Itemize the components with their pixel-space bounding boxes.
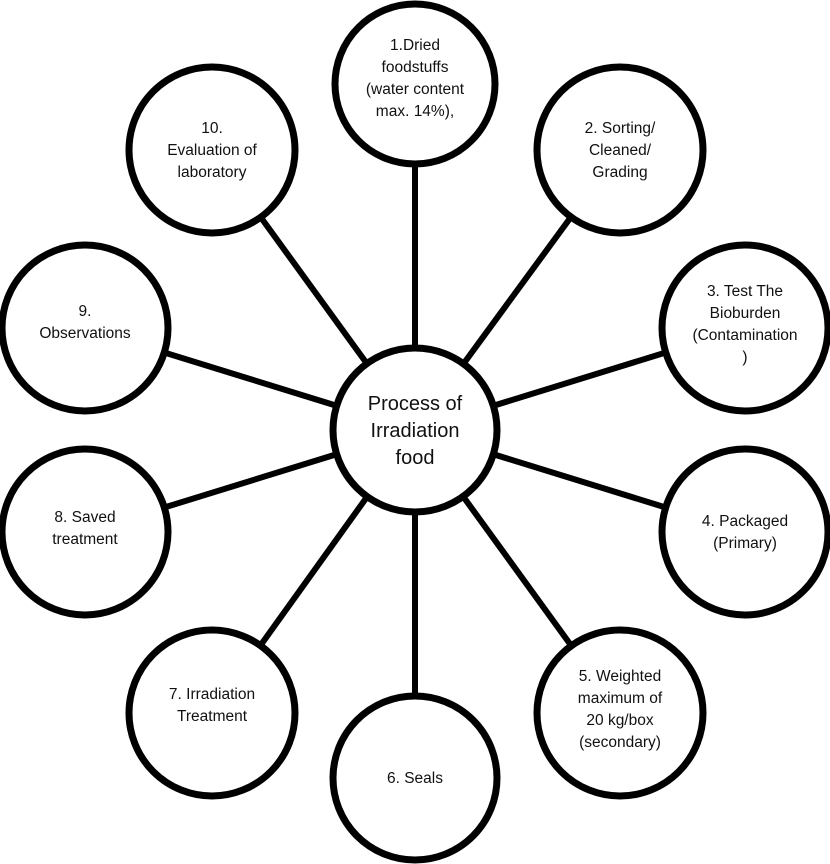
step-label-line: max. 14%), (376, 103, 454, 120)
step-label-line: (Primary) (713, 535, 777, 552)
hub-label-line: food (396, 447, 435, 469)
step-circle-9 (0, 241, 172, 415)
step-label-line: 4. Packaged (702, 513, 788, 530)
step-label-line: Grading (592, 164, 647, 181)
step-label-line: Observations (39, 325, 131, 342)
step-label-line: (Contamination (692, 327, 797, 344)
step-label-line: ) (742, 349, 747, 366)
step-circle-3 (658, 241, 830, 415)
step-circle-6 (329, 692, 501, 864)
step-node-10: 10. Evaluation of laboratory (125, 63, 299, 237)
step-circle-5 (533, 626, 707, 800)
step-node-9: 9. Observations (0, 241, 172, 415)
step-label-line: 9. (79, 303, 92, 320)
step-circle-10 (125, 63, 299, 237)
step-label-line: 8. Saved (54, 509, 115, 526)
step-label-line: 2. Sorting/ (585, 120, 656, 137)
step-circle-7 (125, 626, 299, 800)
step-circle-4 (658, 445, 830, 619)
step-node-4: 4. Packaged (Primary) (658, 445, 830, 619)
step-label-line: 20 kg/box (586, 712, 653, 729)
step-label-line: foodstuffs (382, 59, 449, 76)
step-node-2: 2. Sorting/Cleaned/Grading (533, 63, 707, 237)
step-node-5: 5. Weighted maximum of 20 kg/box (secondary… (533, 626, 707, 800)
step-label-line: 10. (201, 120, 223, 137)
hub-node: Process of Irradiation food (329, 344, 501, 516)
step-label-line: 6. Seals (387, 770, 443, 787)
step-label-line: Evaluation of (167, 142, 257, 159)
step-node-6: 6. Seals (329, 692, 501, 864)
step-circle-2 (533, 63, 707, 237)
step-node-8: 8. Saved treatment (0, 445, 172, 619)
step-circle-1 (331, 0, 499, 168)
step-circle-8 (0, 445, 172, 619)
step-label-line: 7. Irradiation (169, 686, 255, 703)
step-label-line: 1.Dried (390, 37, 440, 54)
step-label-line: maximum of (578, 690, 663, 707)
hub-circle (329, 344, 501, 516)
hub-label-line: Irradiation (371, 420, 460, 442)
hub-label-line: Process of (368, 393, 463, 415)
step-node-1: 1.Dried foodstuffs (water content max. 14%)… (331, 0, 499, 168)
step-label-line: laboratory (178, 164, 247, 181)
step-label-line: Treatment (177, 708, 248, 725)
step-label-line: 5. Weighted (579, 668, 661, 685)
step-label-line: 3. Test The (707, 283, 783, 300)
step-label-line: Bioburden (710, 305, 781, 322)
step-label-line: treatment (52, 531, 118, 548)
step-label-line: (secondary) (579, 734, 661, 751)
step-label-line: Cleaned/ (589, 142, 652, 159)
step-label-line: (water content (366, 81, 465, 98)
